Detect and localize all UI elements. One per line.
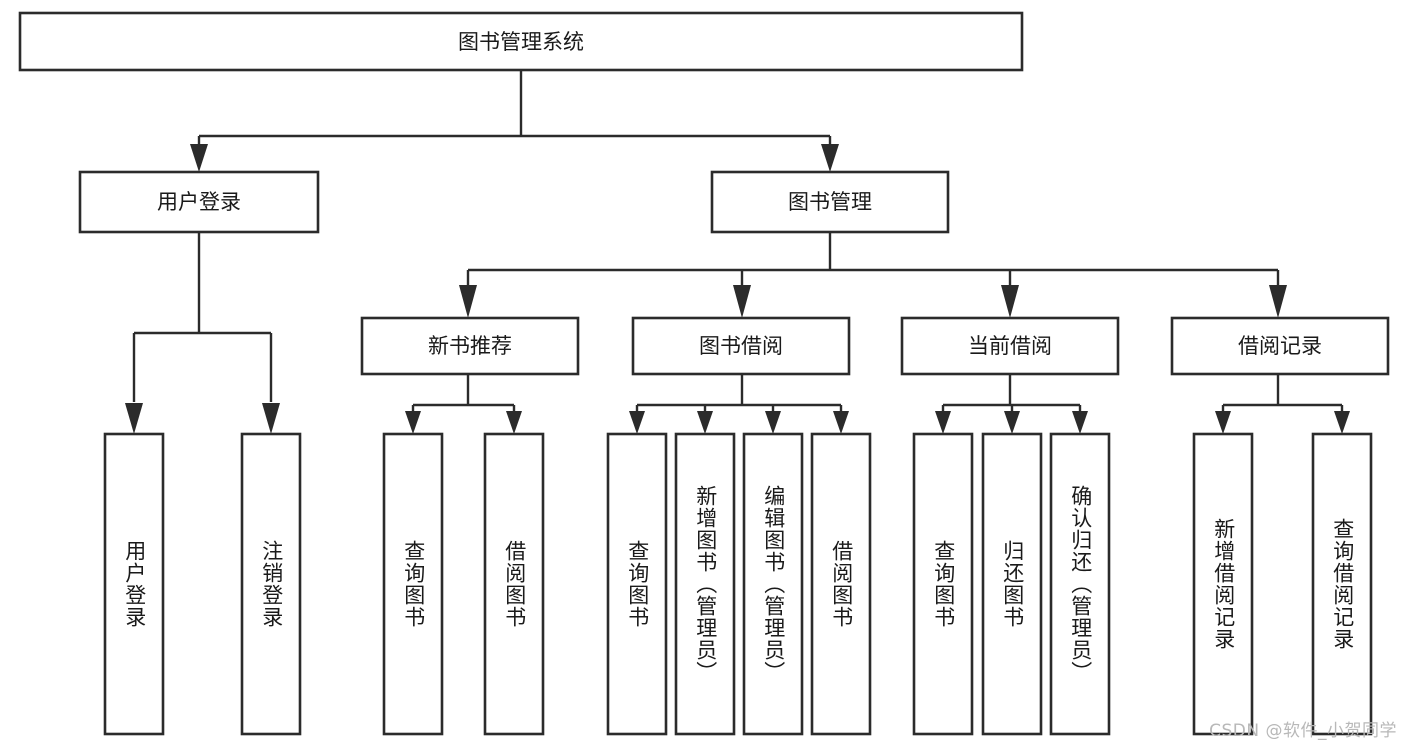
arrow-head-leaf-add-record — [1215, 411, 1231, 434]
connector-group — [125, 70, 1350, 434]
node-leaf-query-book-3-box[interactable] — [912, 432, 974, 736]
arrow-head-leaf-confirm-return — [1072, 411, 1088, 434]
node-user-login-label: 用户登录 — [157, 190, 241, 214]
node-current-borrow-box[interactable] — [900, 316, 1120, 376]
arrow-head-leaf-borrow-book-1 — [506, 411, 522, 434]
node-leaf-edit-book-box[interactable] — [742, 432, 804, 736]
node-root-box[interactable] — [18, 11, 1024, 72]
node-book-borrow[interactable]: 图书借阅 — [631, 316, 851, 376]
arrow-head-leaf-query-book-2 — [629, 411, 645, 434]
arrow-head-book-borrow — [733, 285, 751, 318]
node-user-login-box[interactable] — [78, 170, 320, 234]
arrow-head-leaf-query-record — [1334, 411, 1350, 434]
node-leaf-query-book-1-box[interactable] — [382, 432, 444, 736]
node-current-borrow[interactable]: 当前借阅 — [900, 316, 1120, 376]
node-leaf-confirm-return-box[interactable] — [1049, 432, 1111, 736]
arrow-head-leaf-return-book — [1004, 411, 1020, 434]
node-book-manage[interactable]: 图书管理 — [710, 170, 950, 234]
arrow-head-user-login — [190, 144, 208, 172]
node-new-book-recommend-label: 新书推荐 — [428, 334, 512, 358]
arrow-head-leaf-user-login — [125, 403, 143, 434]
node-borrow-record-label: 借阅记录 — [1238, 334, 1322, 358]
node-root[interactable]: 图书管理系统 — [18, 11, 1024, 72]
node-leaf-add-book-box[interactable] — [674, 432, 736, 736]
arrow-head-new-book-recommend — [459, 285, 477, 318]
node-current-borrow-label: 当前借阅 — [968, 334, 1052, 358]
node-book-borrow-box[interactable] — [631, 316, 851, 376]
node-new-book-recommend-box[interactable] — [360, 316, 580, 376]
arrow-head-leaf-borrow-book-2 — [833, 411, 849, 434]
node-user-login[interactable]: 用户登录 — [78, 170, 320, 234]
node-leaf-query-book-2-box[interactable] — [606, 432, 668, 736]
arrow-head-leaf-logout-login — [262, 403, 280, 434]
watermark: CSDN @软件_小贺同学 — [1209, 721, 1397, 741]
node-book-manage-box[interactable] — [710, 170, 950, 234]
node-leaf-logout-login-box[interactable] — [240, 432, 302, 736]
node-new-book-recommend[interactable]: 新书推荐 — [360, 316, 580, 376]
node-borrow-record[interactable]: 借阅记录 — [1170, 316, 1390, 376]
arrow-head-leaf-add-book — [697, 411, 713, 434]
node-root-label: 图书管理系统 — [458, 30, 584, 54]
node-leaf-borrow-book-1-box[interactable] — [483, 432, 545, 736]
node-book-manage-label: 图书管理 — [788, 190, 872, 214]
leaf-group — [103, 432, 1373, 736]
node-leaf-user-login-box[interactable] — [103, 432, 165, 736]
arrow-head-borrow-record — [1269, 285, 1287, 318]
node-leaf-borrow-book-2-box[interactable] — [810, 432, 872, 736]
node-book-borrow-label: 图书借阅 — [699, 334, 783, 358]
arrow-head-leaf-edit-book — [765, 411, 781, 434]
node-borrow-record-box[interactable] — [1170, 316, 1390, 376]
node-leaf-query-record-box[interactable] — [1311, 432, 1373, 736]
node-leaf-add-record-box[interactable] — [1192, 432, 1254, 736]
node-leaf-return-book-box[interactable] — [981, 432, 1043, 736]
arrow-head-current-borrow — [1001, 285, 1019, 318]
arrow-head-leaf-query-book-3 — [935, 411, 951, 434]
arrow-head-book-manage — [821, 144, 839, 172]
arrow-head-leaf-query-book-1 — [405, 411, 421, 434]
